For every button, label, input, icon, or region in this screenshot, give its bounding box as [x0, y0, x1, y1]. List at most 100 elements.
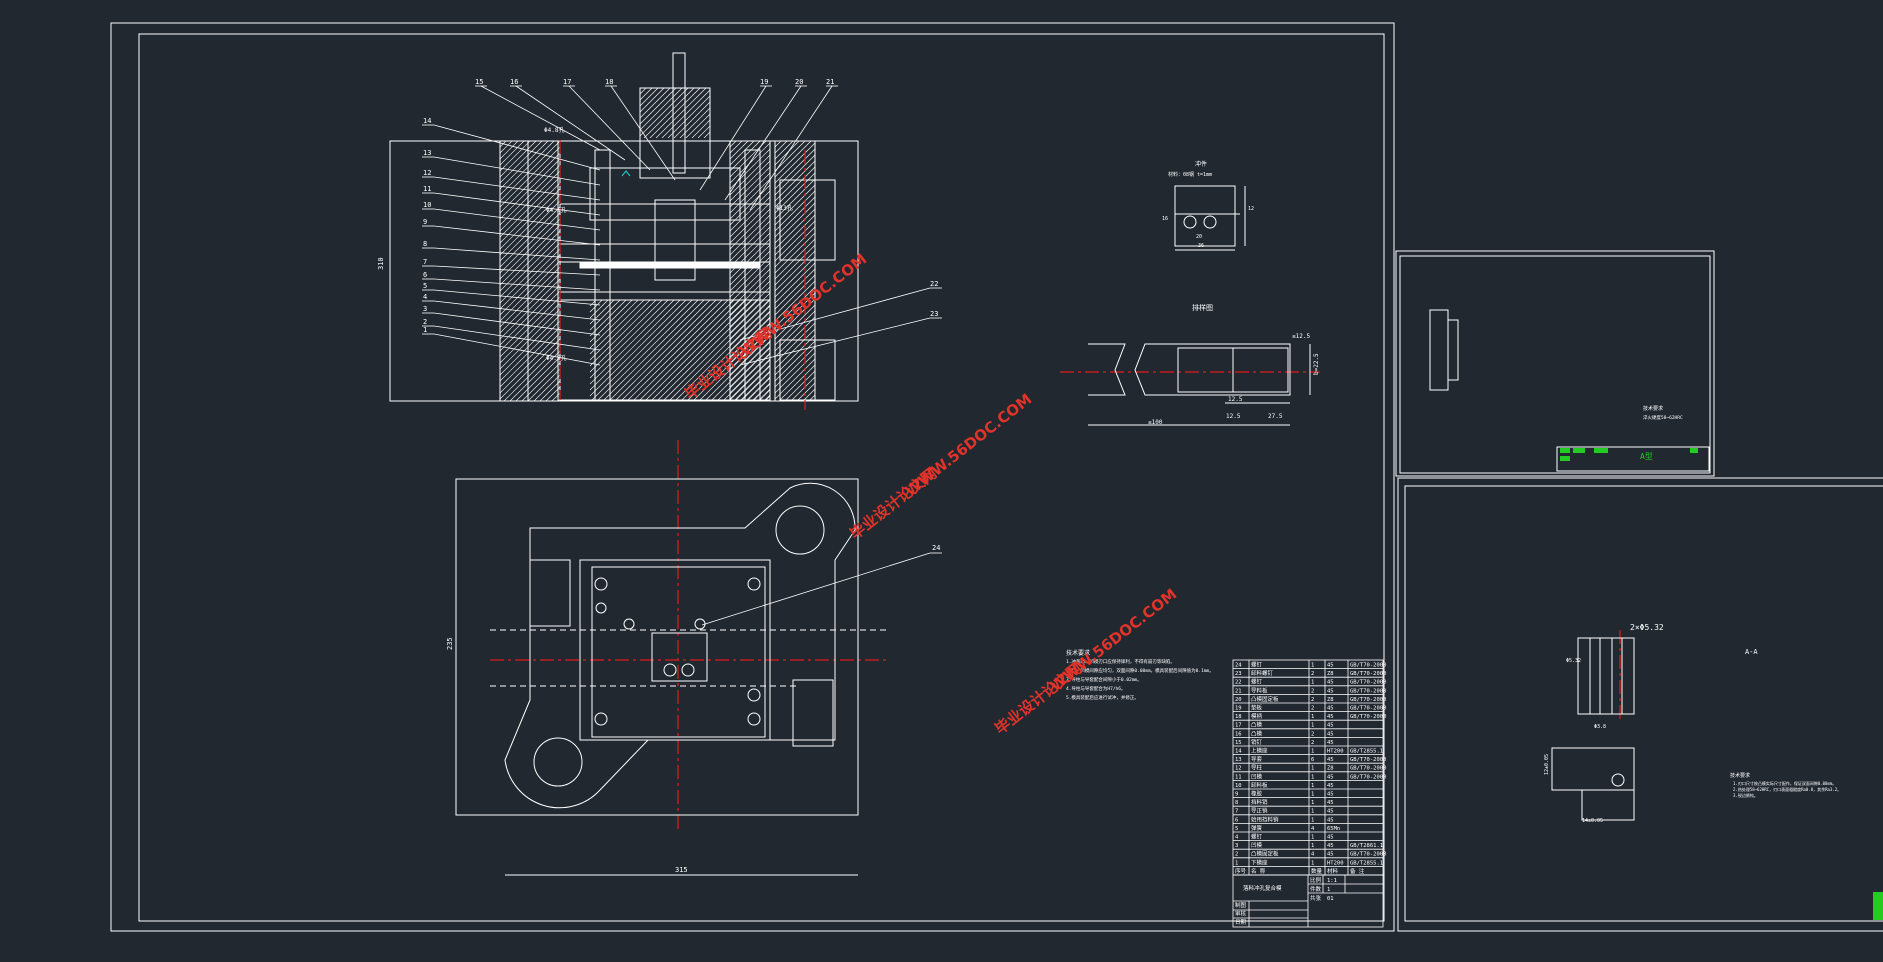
bom-cell: 始用挡料销 — [1251, 815, 1279, 823]
title-block-name: 落料冲孔复合模 — [1243, 884, 1282, 892]
bom-cell: 1 — [1311, 774, 1314, 780]
bom-header-cell: 名 称 — [1251, 867, 1266, 875]
bom-cell: GB/T70-2000 — [1350, 663, 1386, 669]
assembly-dim-4: Φ13孔 — [776, 204, 793, 212]
plan-width-dim: 315 — [675, 866, 688, 874]
bom-cell: 导正销 — [1251, 807, 1268, 815]
sheet3-dim-1: Φ5.32 — [1566, 658, 1581, 664]
callout-label-top: 20 — [795, 78, 803, 86]
bom-cell: 18 — [1235, 714, 1242, 720]
bom-cell: 4 — [1311, 826, 1315, 832]
bom-cell: HT200 — [1327, 749, 1344, 755]
bom-cell: 45 — [1327, 723, 1334, 729]
sheet3-note-title: 技术要求 — [1730, 772, 1750, 779]
bom-cell: GB/T70-2000 — [1350, 852, 1386, 858]
part-drawing — [1174, 185, 1246, 251]
bom-cell: GB/T2855.1 — [1350, 860, 1383, 866]
bom-header-cell: 数量 — [1311, 867, 1323, 875]
assembly-dim-1: Φ4.8孔 — [544, 126, 564, 134]
sheet-3-frame — [1397, 477, 1883, 932]
part-dim-2: 20 — [1196, 234, 1202, 240]
bom-cell: 19 — [1235, 706, 1242, 712]
part-dim-1: 36 — [1198, 243, 1204, 249]
callout-label-top: 18 — [605, 78, 613, 86]
bom-cell: 1 — [1311, 809, 1314, 815]
sheet-3-cyan-mark — [621, 170, 631, 177]
bom-cell: 卸料螺钉 — [1251, 669, 1274, 677]
bom-cell: 45 — [1327, 843, 1334, 849]
bom-cell: 1 — [1311, 817, 1314, 823]
callout-label-left: 7 — [423, 258, 427, 266]
bom-cell: 挡料销 — [1251, 798, 1268, 806]
callout-label-left: 14 — [423, 117, 431, 125]
strip-dim-6: b=22.5 — [1313, 353, 1320, 375]
callout-label-left: 3 — [423, 305, 427, 313]
bom-cell: 45 — [1327, 852, 1334, 858]
bom-cell: 2 — [1311, 740, 1314, 746]
tech-req-line-5: 5.模具装配后应进行试冲，并修正。 — [1066, 694, 1139, 701]
sheet-3-corner-mark — [1873, 892, 1883, 920]
strip-layout — [1088, 343, 1311, 426]
strip-dim-1: ≤12.5 — [1292, 333, 1310, 340]
plan-view — [455, 478, 890, 876]
bom-cell: 13 — [1235, 757, 1242, 763]
bom-cell: 导套 — [1251, 755, 1263, 763]
title-block-count-label: 件数 — [1310, 885, 1322, 893]
sheet-2-title-marks — [1560, 448, 1698, 461]
bom-cell: 45 — [1327, 792, 1334, 798]
bom-cell: 凸模固定板 — [1251, 850, 1279, 858]
bom-cell: 螺钉 — [1251, 678, 1263, 686]
bom-cell: 24 — [1235, 663, 1242, 669]
bom-cell: GB/T70-2000 — [1350, 697, 1386, 703]
callout-leaders — [422, 85, 942, 626]
bom-cell: 2 — [1311, 697, 1314, 703]
bom-cell: 垫板 — [1251, 704, 1263, 712]
bom-cell: 模柄 — [1251, 712, 1263, 720]
bom-cell: Z8 — [1327, 671, 1334, 677]
bom-cell: 10 — [1235, 783, 1242, 789]
bom-cell: 凹模 — [1251, 841, 1263, 849]
strip-dim-3: 27.5 — [1268, 413, 1283, 420]
title-block-row-label: 审核 — [1235, 910, 1247, 918]
bom-cell: 凸模 — [1251, 729, 1263, 737]
callout-label-left: 10 — [423, 201, 431, 209]
bom-cell: 12 — [1235, 766, 1242, 772]
assembly-section-view — [389, 52, 859, 402]
bom-cell: 1 — [1311, 860, 1314, 866]
bom-cell: 45 — [1327, 835, 1334, 841]
callout-label-left: 1 — [423, 326, 427, 334]
bom-cell: 卸料板 — [1251, 781, 1268, 789]
bom-cell: 7 — [1235, 809, 1238, 815]
part-dim-4: 12 — [1248, 206, 1254, 212]
bill-of-materials-table — [1232, 659, 1384, 928]
bom-cell: 45 — [1327, 706, 1334, 712]
callout-label-left: 13 — [423, 149, 431, 157]
bom-cell: 1 — [1311, 835, 1314, 841]
bom-cell: GB/T2855.1 — [1350, 749, 1383, 755]
bom-cell: 45 — [1327, 800, 1334, 806]
title-block-row-label: 日期 — [1235, 919, 1247, 926]
plan-height-dim: 235 — [446, 637, 454, 650]
title-block-sheet-label: 共张 — [1310, 894, 1322, 902]
bom-cell: 1 — [1311, 783, 1314, 789]
callout-label-left: 11 — [423, 185, 431, 193]
sheet3-note-line-1: 1.刃口尺寸按凸模实际尺寸配作，保证双面间隙0.08mm。 — [1733, 780, 1836, 786]
callout-label-top: 21 — [826, 78, 834, 86]
bom-cell: 6 — [1235, 817, 1238, 823]
bom-cell: GB/T70-2000 — [1350, 680, 1386, 686]
callout-label-top: 16 — [510, 78, 518, 86]
bom-cell: 4 — [1311, 852, 1315, 858]
bom-cell: 1 — [1311, 723, 1314, 729]
bom-header-cell: 序号 — [1235, 867, 1247, 875]
tech-req-title: 技术要求 — [1066, 649, 1090, 657]
bom-cell: 17 — [1235, 723, 1242, 729]
bom-cell: GB/T70-2000 — [1350, 757, 1386, 763]
callout-label-top: 15 — [475, 78, 483, 86]
bom-cell: Z8 — [1327, 697, 1334, 703]
bom-cell: 4 — [1235, 835, 1239, 841]
bom-cell: 下模座 — [1251, 858, 1268, 866]
bom-cell: 2 — [1311, 731, 1314, 737]
